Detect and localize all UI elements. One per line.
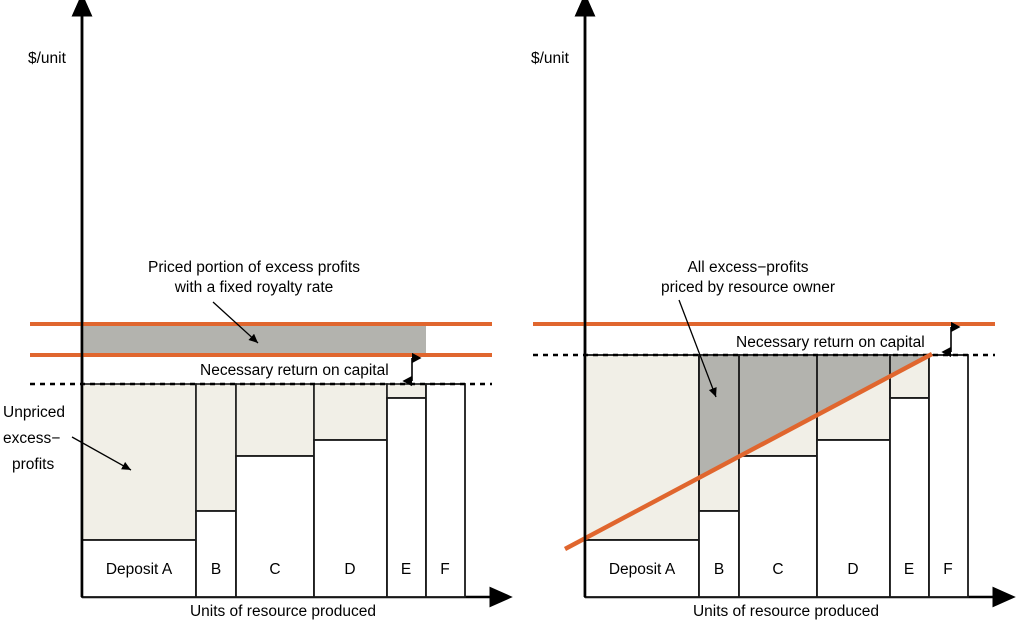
right-deposit-label-c: C	[772, 561, 783, 578]
left-cost-box-c	[235, 455, 315, 598]
right-all-excess-leader-arrow	[678, 299, 717, 398]
left-unpriced-line-3: profits	[12, 456, 54, 473]
left-cost-box-a	[81, 539, 197, 598]
right-cost-boxes	[584, 354, 969, 598]
left-unpriced-line-1: Unpriced	[3, 404, 65, 421]
right-deposit-label-d: D	[847, 561, 858, 578]
right-cost-box-b	[698, 510, 740, 598]
right-excess-block-a	[584, 354, 700, 541]
left-priced-portion-line-1: Priced portion of excess profits	[148, 259, 360, 276]
left-excess-block-a	[81, 383, 197, 541]
left-priced-portion-annotation: Priced portion of excess profits with a …	[148, 259, 360, 344]
left-excess-block-e	[386, 383, 427, 399]
left-deposit-label-e: E	[401, 561, 411, 578]
right-necessary-return-text: Necessary return on capital	[736, 334, 925, 351]
left-y-axis-label: $/unit	[28, 50, 67, 67]
right-panel: $/unit Units of resource produced	[531, 0, 1016, 620]
left-necessary-return-annotation: Necessary return on capital	[200, 352, 422, 387]
left-necessary-return-text: Necessary return on capital	[200, 362, 389, 379]
left-unpriced-leader-arrow	[71, 436, 132, 471]
left-deposit-labels: Deposit A B C D E F	[106, 561, 450, 578]
right-cost-box-e	[889, 397, 930, 598]
left-panel: $/unit Units of resource produced Deposi…	[3, 0, 513, 620]
left-deposit-label-c: C	[269, 561, 280, 578]
left-unpriced-line-2: excess−	[3, 430, 60, 447]
left-deposit-label-f: F	[440, 561, 449, 578]
left-unpriced-annotation: Unpriced excess− profits	[3, 404, 132, 473]
left-excess-block-b	[195, 383, 237, 512]
right-all-excess-line-2: priced by resource owner	[661, 279, 835, 296]
left-cost-box-e	[386, 397, 427, 598]
left-cost-boxes	[81, 383, 466, 598]
right-cost-box-d	[816, 439, 891, 598]
right-all-excess-profits-annotation: All excess−profits priced by resource ow…	[661, 259, 835, 398]
left-cost-box-f	[425, 383, 466, 598]
left-deposit-label-b: B	[211, 561, 221, 578]
right-deposit-label-e: E	[904, 561, 914, 578]
left-excess-block-d	[313, 383, 388, 441]
right-deposit-label-f: F	[943, 561, 952, 578]
left-cost-box-b	[195, 510, 237, 598]
right-all-excess-line-1: All excess−profits	[687, 259, 808, 276]
left-deposit-label-a: Deposit A	[106, 561, 173, 578]
left-x-axis-label: Units of resource produced	[190, 603, 376, 620]
left-excess-block-c	[235, 383, 315, 457]
right-y-axis-label: $/unit	[531, 50, 570, 67]
right-deposit-label-a: Deposit A	[609, 561, 676, 578]
left-priced-portion-line-2: with a fixed royalty rate	[174, 279, 334, 296]
right-royalty-price-line	[563, 352, 934, 551]
left-priced-portion-leader-arrow	[212, 301, 259, 344]
right-necessary-return-annotation: Necessary return on capital	[736, 321, 961, 358]
right-deposit-labels: Deposit A B C D E F	[609, 561, 953, 578]
right-deposit-label-b: B	[714, 561, 724, 578]
right-x-axis-label: Units of resource produced	[693, 603, 879, 620]
left-deposit-label-d: D	[344, 561, 355, 578]
